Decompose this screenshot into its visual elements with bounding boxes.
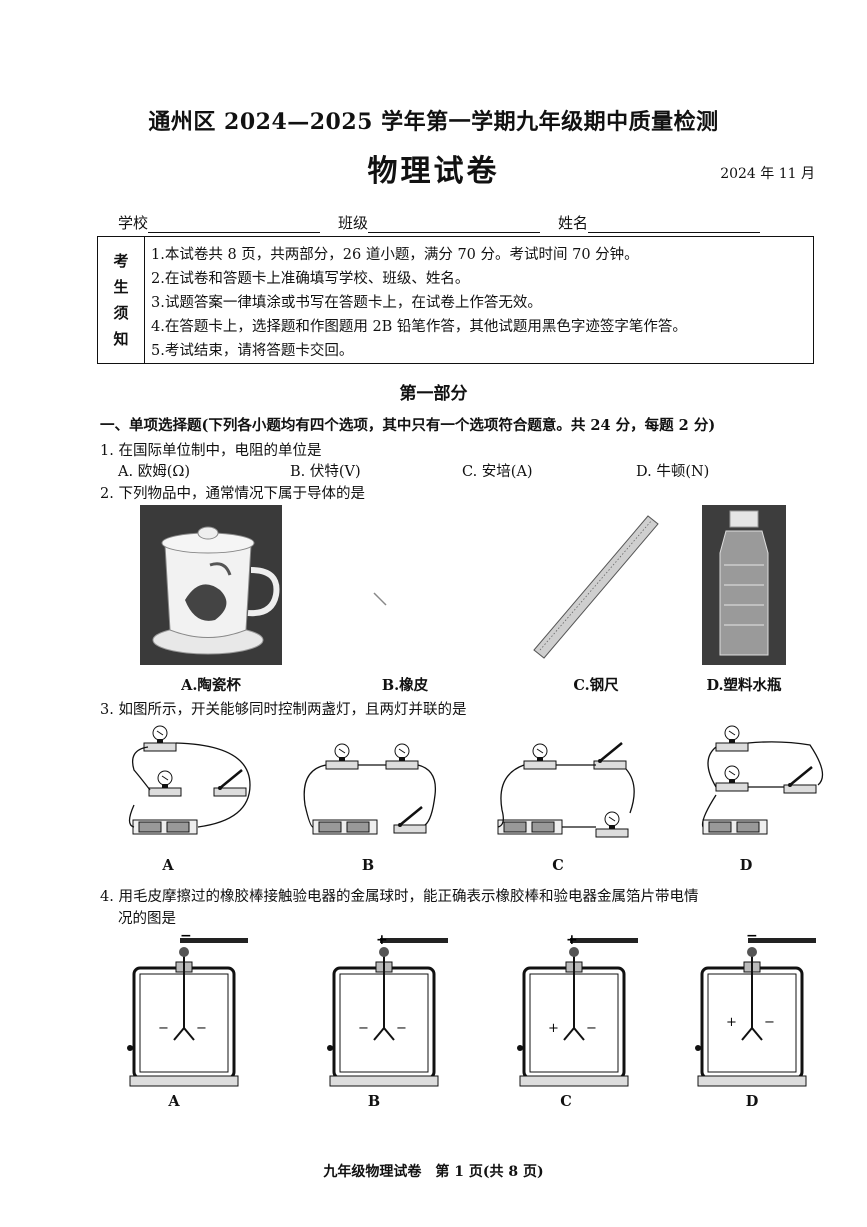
q4-leaf-sign: −	[158, 1021, 169, 1036]
notice-label: 考 生 须 知	[98, 237, 145, 363]
q4-rod-sign-b: +	[376, 932, 388, 948]
name-line[interactable]	[588, 216, 761, 233]
notice-item: 5.考试结束，请将答题卡交回。	[151, 343, 354, 359]
q1-option-b[interactable]: B. 伏特(V)	[290, 464, 361, 480]
electroscope-c	[515, 938, 638, 1088]
q2-caption-c[interactable]: C.钢尺	[573, 677, 619, 694]
page-footer: 九年级物理试卷 第 1 页(共 8 页)	[323, 1164, 544, 1180]
q1-option-c[interactable]: C. 安培(A)	[462, 464, 533, 480]
q3-label-b[interactable]: B	[361, 857, 375, 874]
notice-item: 1.本试卷共 8 页，共两部分，26 道小题，满分 70 分。考试时间 70 分…	[151, 247, 639, 263]
info-fields: 学校 班级 姓名	[118, 212, 761, 233]
q4-leaf-sign: −	[358, 1021, 369, 1036]
exam-date: 2024 年 11 月	[720, 166, 815, 182]
q2-caption-d[interactable]: D.塑料水瓶	[706, 677, 782, 694]
q4-stem-line2: 况的图是	[118, 911, 176, 927]
circuit-c	[497, 741, 635, 838]
notice-item: 2.在试卷和答题卡上准确填写学校、班级、姓名。	[151, 271, 470, 287]
plastic-bottle-image	[702, 505, 786, 665]
notice-items: 1.本试卷共 8 页，共两部分，26 道小题，满分 70 分。考试时间 70 分…	[145, 237, 813, 363]
q4-label-b[interactable]: B	[367, 1093, 381, 1110]
section-heading: 一、单项选择题(下列各小题均有四个选项，其中只有一个选项符合题意。共 24 分，…	[100, 417, 716, 434]
q4-label-a[interactable]: A	[168, 1093, 180, 1110]
class-line[interactable]	[368, 216, 541, 233]
school-field[interactable]: 学校	[118, 212, 321, 233]
circuit-d	[701, 725, 824, 835]
exam-subtitle: 物理试卷	[367, 154, 500, 189]
q3-label-d[interactable]: D	[739, 857, 753, 874]
q2-caption-a[interactable]: A.陶瓷杯	[181, 677, 241, 694]
q2-stem: 2. 下列物品中，通常情况下属于导体的是	[100, 486, 365, 502]
q4-leaf-sign: −	[196, 1021, 207, 1036]
q3-stem: 3. 如图所示，开关能够同时控制两盏灯，且两灯并联的是	[100, 702, 467, 718]
electroscope-d	[693, 938, 816, 1088]
class-field[interactable]: 班级	[338, 212, 541, 233]
q4-leaf-sign: +	[548, 1021, 559, 1036]
electroscope-a	[125, 938, 248, 1088]
q3-label-a[interactable]: A	[162, 857, 174, 874]
q4-leaf-sign: −	[396, 1021, 407, 1036]
q2-caption-b[interactable]: B.橡皮	[381, 677, 429, 694]
steel-ruler-image	[530, 512, 662, 662]
name-field[interactable]: 姓名	[558, 212, 761, 233]
school-line[interactable]	[148, 216, 321, 233]
q1-option-d[interactable]: D. 牛顿(N)	[636, 464, 710, 480]
q4-leaf-sign: +	[726, 1015, 737, 1030]
q4-label-c[interactable]: C	[560, 1093, 572, 1110]
q4-leaf-sign: −	[586, 1021, 597, 1036]
q4-rod-sign-a: −	[180, 928, 192, 944]
q4-leaf-sign: −	[764, 1015, 775, 1030]
class-label: 班级	[338, 214, 369, 232]
name-label: 姓名	[558, 214, 589, 232]
electroscope-b	[325, 938, 448, 1088]
q4-rod-sign-d: −	[746, 928, 758, 944]
q4-electroscope-diagrams: − + + − − − − − + − + −	[125, 928, 816, 1088]
eraser-image	[340, 505, 470, 665]
q1-option-a[interactable]: A. 欧姆(Ω)	[118, 464, 191, 480]
circuit-a	[128, 725, 251, 835]
q3-label-c[interactable]: C	[552, 857, 564, 874]
ceramic-cup-image	[140, 505, 282, 665]
notice-item: 4.在答题卡上，选择题和作图题用 2B 铅笔作答，其他试题用黑色字迹签字笔作答。	[151, 319, 687, 335]
q3-circuit-diagrams	[128, 725, 824, 838]
q4-rod-sign-c: +	[566, 932, 578, 948]
notice-box: 考 生 须 知 1.本试卷共 8 页，共两部分，26 道小题，满分 70 分。考…	[97, 236, 814, 364]
part-title: 第一部分	[399, 384, 468, 404]
q4-stem-line1: 4. 用毛皮摩擦过的橡胶棒接触验电器的金属球时，能正确表示橡胶棒和验电器金属箔片…	[100, 889, 699, 905]
circuit-b	[303, 743, 437, 835]
q4-label-d[interactable]: D	[745, 1093, 759, 1110]
school-label: 学校	[118, 214, 149, 232]
exam-title: 通州区 2024—2025 学年第一学期九年级期中质量检测	[148, 109, 719, 135]
q1-stem: 1. 在国际单位制中，电阻的单位是	[100, 443, 322, 459]
notice-item: 3.试题答案一律填涂或书写在答题卡上，在试卷上作答无效。	[151, 295, 542, 311]
